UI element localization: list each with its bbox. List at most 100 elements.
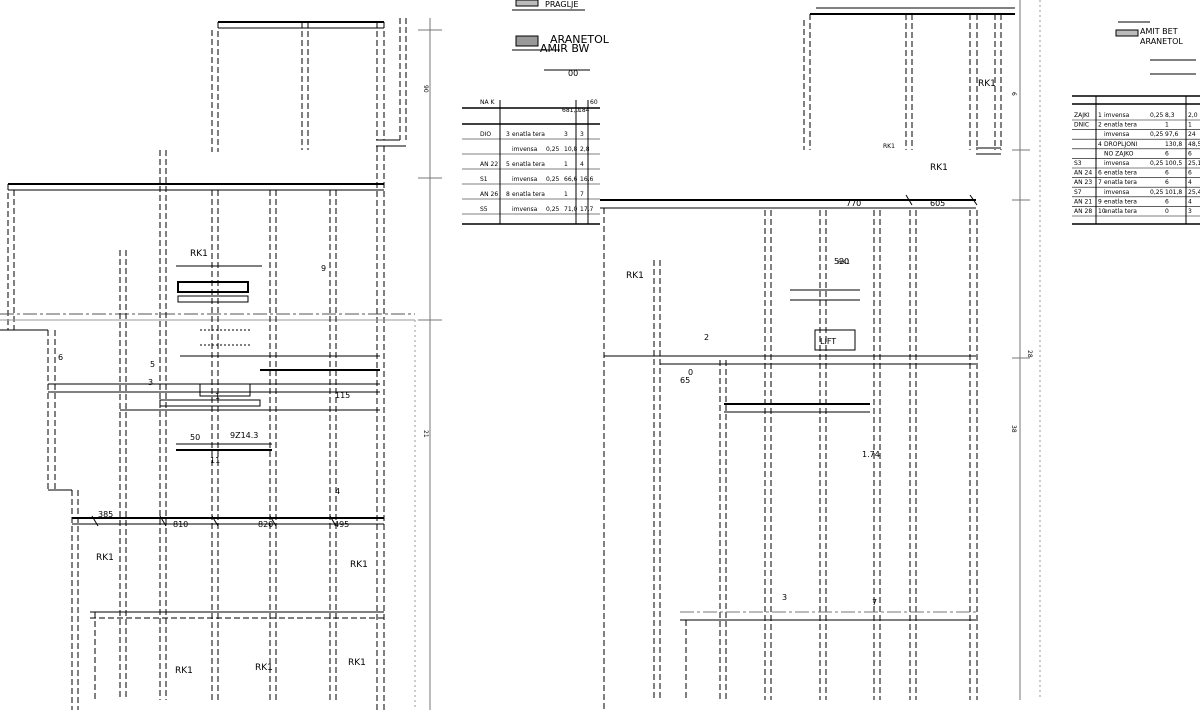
table-cell-id: S7 — [1074, 189, 1082, 196]
table-cell-text: NO ZAJKO — [1104, 150, 1134, 157]
table-cell-b: 1 — [564, 161, 568, 168]
legend-hatch-sub: AMIR BW — [540, 42, 590, 55]
table-cell-b: 1 — [1165, 122, 1169, 129]
table-cell-c: 2,8 — [580, 146, 590, 153]
inner-dim: 65 — [680, 376, 690, 385]
inner-dim: 520 — [834, 257, 849, 266]
table-cell-n: 10 — [1098, 208, 1106, 215]
legend-top-label: PRAGLJE — [545, 0, 578, 9]
table-cell-b: 71,0 — [564, 206, 578, 213]
table-cell-text: imvensa — [1104, 160, 1130, 167]
room-tag: RK1 — [190, 249, 208, 259]
table-cell-text: imvensa — [1104, 189, 1130, 196]
table-cell-n: 2 — [1098, 122, 1102, 129]
table-cell-b: 6 — [1165, 150, 1169, 157]
table-cell-c: 6 — [1188, 150, 1192, 157]
lift-label: LIFT — [820, 337, 836, 346]
table-cell-text: imvensa — [512, 146, 538, 153]
table-cell-text: enatla tera — [1104, 179, 1137, 186]
marker: 2 — [704, 333, 709, 342]
room-tag: RK1 — [96, 553, 114, 563]
table-cell-id: AN 24 — [1074, 170, 1092, 177]
table-cell-b: 66,6 — [564, 176, 578, 183]
table-cell-b: 3 — [564, 131, 568, 138]
side-dim: 21 — [422, 430, 429, 438]
marker: 3 — [148, 378, 153, 387]
table-cell-text: enatla tera — [512, 191, 545, 198]
legend-right-line2: ARANETOL — [1140, 37, 1183, 46]
table-row: NO ZAJKO 6 6 — [1072, 150, 1200, 159]
table-cell-b: 101,8 — [1165, 189, 1182, 196]
table-cell-id: AN 28 — [1074, 208, 1092, 215]
side-dim: 6 — [1010, 92, 1017, 96]
table-cell-b: 100,5 — [1165, 160, 1182, 167]
room-tag: RK1 — [930, 163, 948, 173]
room-tag: RK1 — [255, 663, 273, 673]
room-tag: RK1 — [838, 259, 850, 266]
table-cell-id: AN 22 — [480, 161, 498, 168]
table-cell-a: 0,25 — [546, 176, 560, 183]
table-cell-n: 3 — [506, 131, 510, 138]
table-cell-c: 25,1 — [1188, 160, 1200, 167]
small-dim: 50 — [190, 433, 200, 442]
left-legend: PRAGLJE ARANETOL AMIR BW 00 — [512, 0, 610, 78]
table-cell-id: AN 23 — [1074, 179, 1092, 186]
table-cell-a: 0,25 — [1150, 189, 1164, 196]
table-cell-text: imvensa — [1104, 112, 1130, 119]
table-cell-b: 6 — [1165, 170, 1169, 177]
table-left-header-2: 184 — [578, 107, 590, 114]
table-cell-c: 4 — [1188, 198, 1192, 205]
dim-bottom-3: 820 — [258, 520, 273, 529]
marker: 7 — [872, 598, 877, 607]
room-tag: RK1 — [883, 143, 895, 150]
room-tag: RK1 — [175, 666, 193, 676]
room-tag: RK1 — [348, 658, 366, 668]
marker: 6 — [58, 353, 63, 362]
table-cell-c: 3 — [1188, 208, 1192, 215]
table-cell-n: 5 — [506, 161, 510, 168]
marker: 5 — [150, 360, 155, 369]
side-dim: 90 — [422, 85, 429, 93]
table-cell-c: 48,5 — [1188, 141, 1200, 148]
side-dim: 38 — [1010, 425, 1017, 433]
table-cell-b: 130,8 — [1165, 141, 1182, 148]
table-cell-c: 4 — [1188, 179, 1192, 186]
left-plan-labels: 385 810 820 495 RK1 RK1 RK1 RK1 RK1 RK1 … — [58, 85, 429, 676]
table-cell-c: 3 — [580, 131, 584, 138]
legend-scale-code: 00 — [568, 69, 578, 78]
table-cell-id: S3 — [1074, 160, 1082, 167]
table-cell-text: enatla tera — [512, 161, 545, 168]
dim-bottom-2: 810 — [173, 520, 188, 529]
dim-bottom-4: 495 — [334, 520, 349, 529]
table-cell-c: 7 — [580, 191, 584, 198]
table-cell-c: 2,0 — [1188, 112, 1198, 119]
table-cell-a: 0,25 — [546, 206, 560, 213]
table-cell-id: AN 21 — [1074, 198, 1092, 205]
table-cell-c: 4 — [580, 161, 584, 168]
dim-top-2: 605 — [930, 199, 945, 208]
table-cell-n: 4 — [1098, 141, 1102, 148]
marker: 1 — [215, 392, 220, 401]
side-dim: 28 — [1026, 350, 1033, 358]
table-cell-text: enatla tera — [512, 131, 545, 138]
table-cell-n: 8 — [506, 191, 510, 198]
room-tag: RK1 — [626, 271, 644, 281]
dim-top-1: 770 — [846, 199, 861, 208]
table-cell-n: 1 — [1098, 112, 1102, 119]
table-cell-text: enatla tera — [1104, 122, 1137, 129]
table-cell-b: 1 — [564, 191, 568, 198]
legend-right-line1: AMIT BET — [1140, 27, 1178, 36]
